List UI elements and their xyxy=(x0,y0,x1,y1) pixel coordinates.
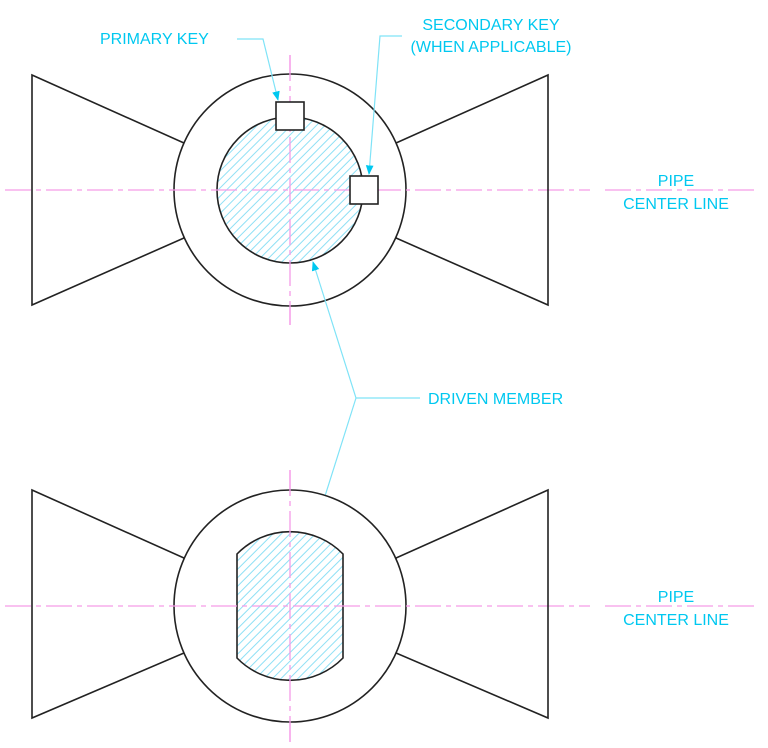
pipe-label-top-2: CENTER LINE xyxy=(623,196,729,213)
primary-key-leader xyxy=(237,38,280,101)
pipe-label-top-1: PIPE xyxy=(658,173,694,190)
primary-key xyxy=(275,101,305,131)
secondary-key-label-line1: SECONDARY KEY xyxy=(422,17,560,34)
primary-key-label: PRIMARY KEY xyxy=(100,31,209,48)
bottom-view: PIPE CENTER LINE xyxy=(5,470,758,742)
driven-member-callout: DRIVEN MEMBER xyxy=(311,261,563,535)
valve-body-right-wing-bottom xyxy=(395,488,549,720)
pipe-label-bottom-1: PIPE xyxy=(658,589,694,606)
secondary-key xyxy=(349,175,379,205)
top-view: PRIMARY KEY SECONDARY KEY (WHEN APPLICAB… xyxy=(5,17,758,325)
valve-body-left-wing-bottom xyxy=(31,488,185,720)
secondary-key-label-line2: (WHEN APPLICABLE) xyxy=(411,39,572,56)
secondary-key-leader xyxy=(365,35,402,175)
driven-member-label: DRIVEN MEMBER xyxy=(428,391,563,408)
pipe-label-bottom-2: CENTER LINE xyxy=(623,612,729,629)
